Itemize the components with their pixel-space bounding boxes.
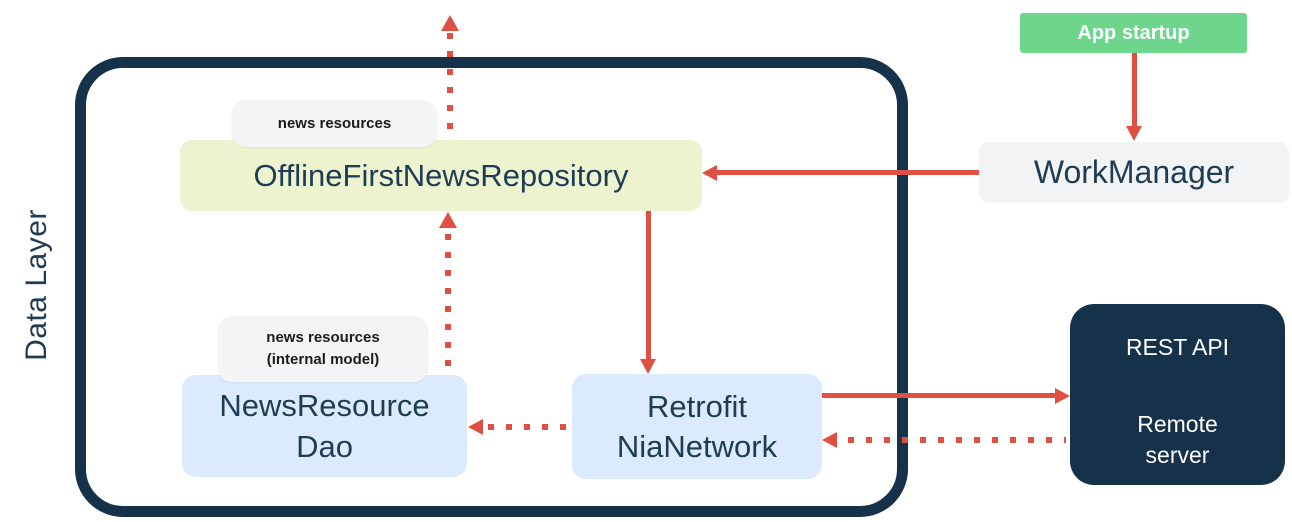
node-news-resource-dao: NewsResource Dao — [182, 375, 467, 477]
tag-text-line2: (internal model) — [266, 351, 380, 368]
node-rest-api-remote-server: REST API Remote server — [1070, 304, 1285, 485]
solid-line — [715, 170, 979, 175]
solid-line — [822, 393, 1056, 398]
tag-text-line1: news resources — [266, 329, 380, 346]
solid-line — [1132, 53, 1137, 126]
solid-line — [646, 211, 651, 359]
remote-server-line2: server — [1145, 442, 1210, 468]
arrow-up-head — [439, 212, 457, 228]
node-workmanager: WorkManager — [979, 142, 1289, 203]
tag-news-resources-internal-model: news resources (internal model) — [218, 316, 428, 382]
tag-news-resources: news resources — [232, 100, 437, 147]
dotted-line — [488, 424, 572, 430]
node-label: App startup — [1077, 21, 1190, 44]
arrow-up-head — [441, 15, 459, 31]
node-retrofit-nia-network: Retrofit NiaNetwork — [572, 374, 822, 479]
arrow-right-head — [1055, 388, 1070, 404]
dotted-line — [447, 33, 453, 140]
remote-server-line1: Remote — [1137, 411, 1218, 437]
dotted-line — [848, 437, 1066, 443]
arrow-down-head — [1126, 126, 1142, 141]
node-label-line1: NewsResource — [219, 388, 430, 423]
node-label-line2: Dao — [296, 429, 353, 464]
tag-text: news resources — [277, 114, 392, 132]
node-label-line1: Retrofit — [647, 388, 747, 424]
node-label: WorkManager — [1033, 154, 1235, 190]
arrow-left-head — [468, 419, 483, 435]
node-app-startup: App startup — [1020, 13, 1247, 53]
node-label-line2: NiaNetwork — [616, 428, 778, 464]
dotted-line — [445, 234, 451, 372]
arrow-left-head — [702, 165, 717, 181]
data-layer-title: Data Layer — [20, 209, 53, 361]
rest-api-title: REST API — [1125, 334, 1230, 360]
arrow-left-head — [822, 432, 837, 448]
node-offline-first-news-repository: OfflineFirstNewsRepository — [180, 140, 702, 211]
node-label: OfflineFirstNewsRepository — [253, 157, 629, 193]
data-layer-container-border — [75, 57, 908, 517]
arrow-down-head — [640, 359, 656, 374]
